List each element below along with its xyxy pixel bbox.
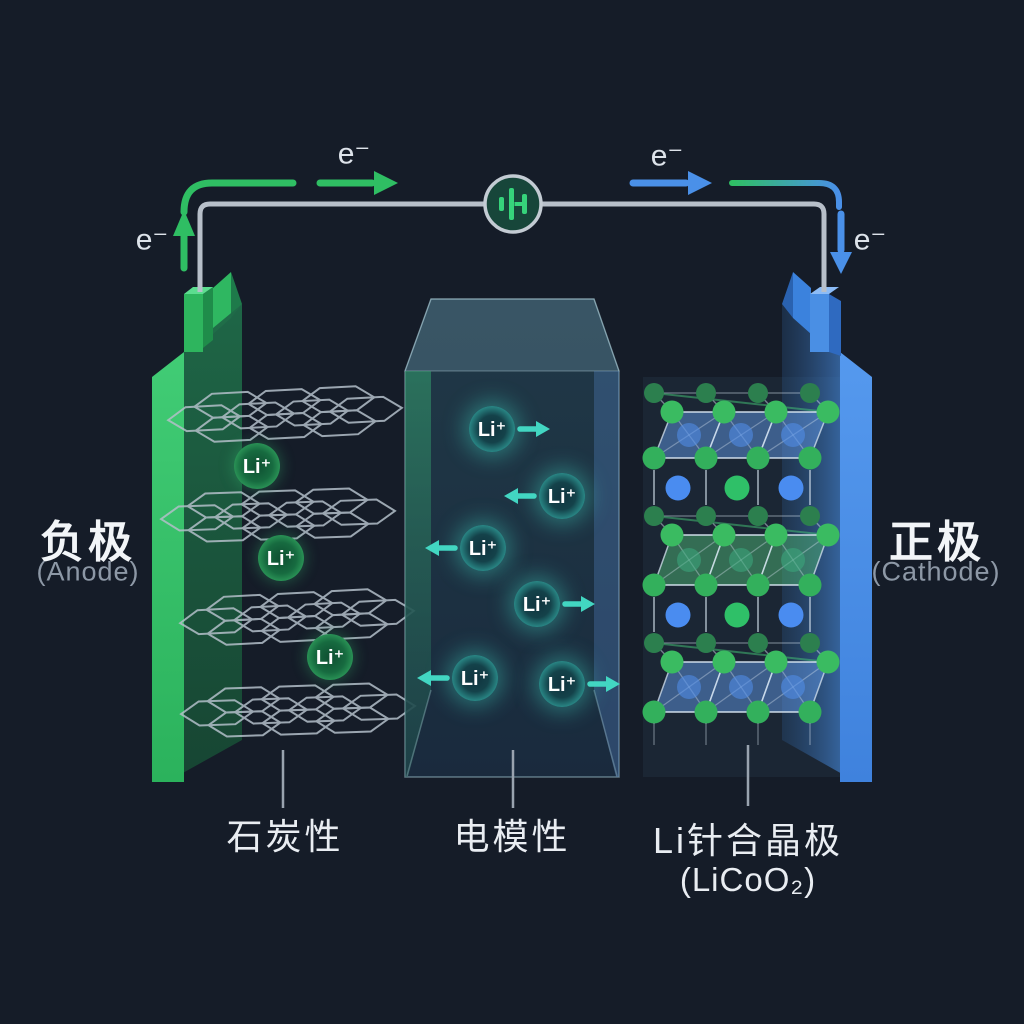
load-icon [483,174,543,234]
electrolyte-material-label: 电模性 [453,816,571,857]
electron-label-cathode-vertical: e⁻ [853,223,887,257]
anode-material-label: 石炭性 [226,816,344,857]
electron-label-anode-vertical: e⁻ [135,223,169,257]
anode-terminal [152,272,242,782]
leader-lines [281,745,750,808]
li-ion-anode: Li⁺ [258,535,304,581]
electron-flow-cathode [629,171,852,274]
cathode-label: 正极 [889,518,985,567]
li-ion-electrolyte: Li⁺ [452,655,498,701]
li-ion-electrolyte: Li⁺ [539,661,585,707]
li-ion-arrows [417,421,620,692]
graphite-layers [159,385,417,738]
li-ion-electrolyte: Li⁺ [514,581,560,627]
anode-label: 负极 [40,518,136,567]
electron-label-cathode-top: e⁻ [650,139,684,173]
li-ion-electrolyte: Li⁺ [469,406,515,452]
li-ion-electrolyte: Li⁺ [539,473,585,519]
anode-sublabel: (Anode) [36,556,140,587]
electrolyte-body [404,298,620,778]
li-ion-electrolyte: Li⁺ [460,525,506,571]
cathode-formula: (LiCoO₂) [679,861,817,898]
electron-label-anode-top: e⁻ [337,137,371,171]
electron-flow-anode [173,171,398,272]
cathode-sublabel: (Cathode) [871,556,1001,587]
li-ion-anode: Li⁺ [234,443,280,489]
crystal-lattice [642,383,840,745]
li-ion-anode: Li⁺ [307,634,353,680]
cathode-material-label: Li针合晶极 [652,820,844,861]
